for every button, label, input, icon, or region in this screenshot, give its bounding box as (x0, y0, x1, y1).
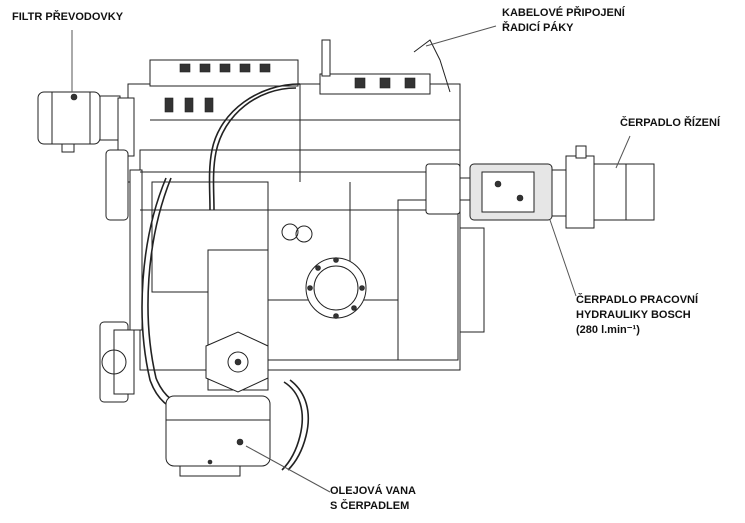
label-transmission-filter: FILTR PŘEVODOVKY (12, 10, 123, 25)
output-flange (99, 321, 135, 403)
label-filter-text: FILTR PŘEVODOVKY (12, 11, 124, 23)
valve-body (149, 39, 451, 113)
label-hydraulic-line3: (280 l.min⁻¹) (576, 324, 640, 336)
label-oil-line2: S ČERPADLEM (330, 500, 410, 512)
label-cable-line1: KABELOVÉ PŘIPOJENÍ (502, 7, 625, 19)
transmission-filter (37, 91, 121, 153)
leader-lines (71, 25, 631, 493)
label-cable-line2: ŘADICÍ PÁKY (502, 22, 574, 34)
label-steering-pump-text: ČERPADLO ŘÍZENÍ (620, 117, 721, 129)
label-oil-pan: OLEJOVÁ VANA S ČERPADLEM (330, 484, 416, 514)
inspection-cover (281, 223, 367, 319)
label-hydraulic-line2: HYDRAULIKY BOSCH (576, 309, 691, 321)
label-hydraulic-pump: ČERPADLO PRACOVNÍ HYDRAULIKY BOSCH (280 … (576, 293, 698, 338)
label-shift-lever-cable: KABELOVÉ PŘIPOJENÍ ŘADICÍ PÁKY (502, 6, 625, 36)
bosch-hydraulic-pump (425, 163, 567, 221)
label-steering-pump: ČERPADLO ŘÍZENÍ (620, 116, 720, 131)
oil-pan (165, 395, 271, 477)
steering-pump (565, 145, 655, 229)
label-oil-line1: OLEJOVÁ VANA (330, 485, 416, 497)
label-hydraulic-line1: ČERPADLO PRACOVNÍ (576, 294, 699, 306)
transmission-housing (105, 83, 485, 391)
flange-plate (205, 331, 269, 393)
